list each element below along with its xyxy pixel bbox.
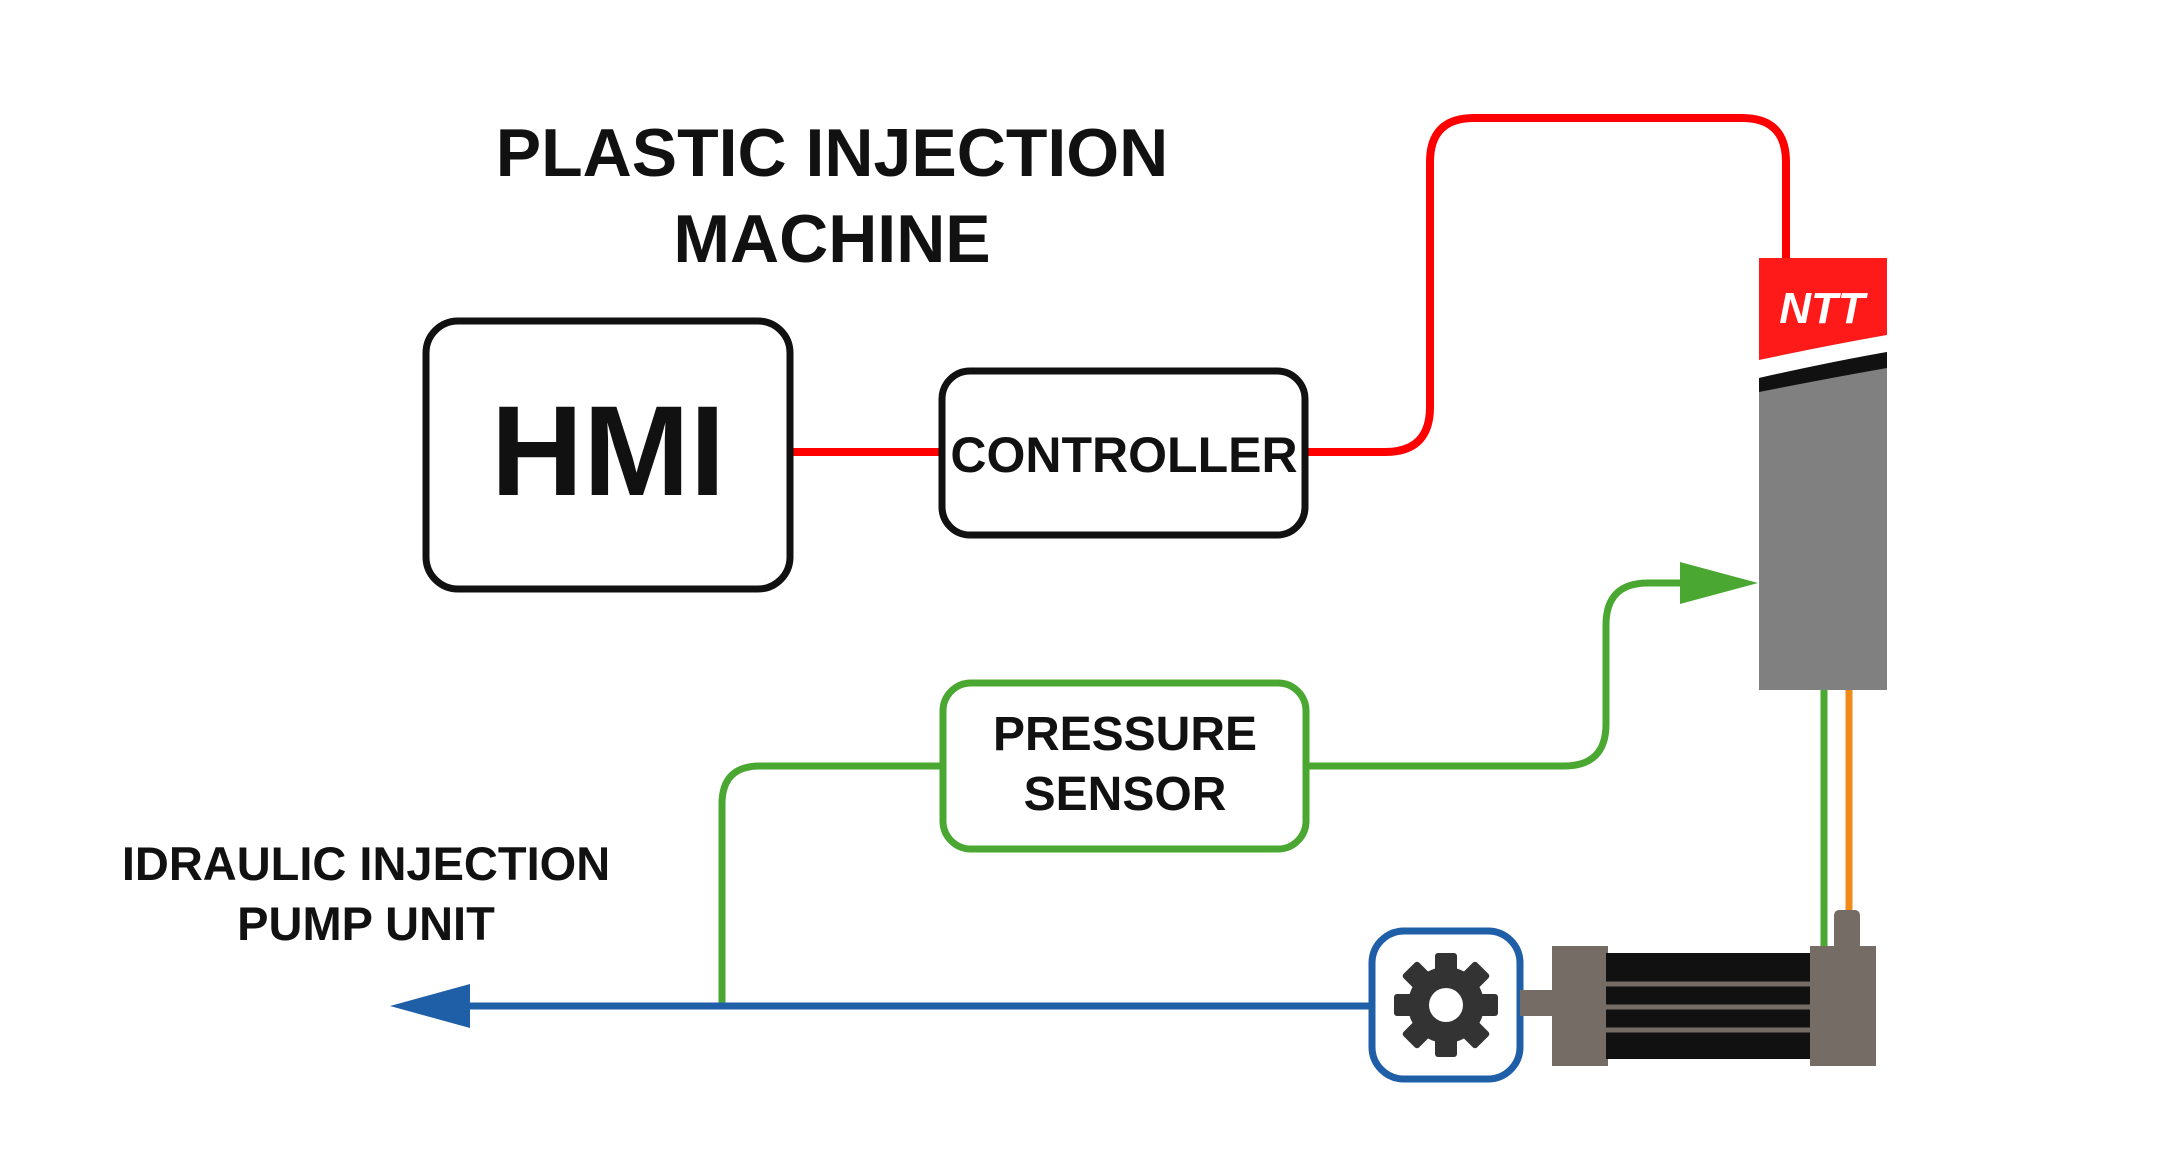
sensor-drive-link (1305, 579, 1690, 770)
drive-logo: NTT (1779, 284, 1868, 333)
drive-logo-stripe (1759, 335, 1887, 378)
sensor-hydraulic-tap (718, 762, 943, 1003)
servo-drive: NTT (1759, 258, 1887, 690)
hmi-label: HMI (491, 380, 726, 523)
controller-block: CONTROLLER (938, 367, 1309, 539)
arrow-right-icon (1680, 562, 1758, 604)
drive-black-band (1759, 352, 1887, 392)
hmi-block: HMI (422, 317, 794, 593)
hydraulic-pump-icon (1520, 910, 1876, 1066)
pump-unit-label-line-1: IDRAULIC INJECTION (122, 837, 610, 890)
diagram-title-line-2: MACHINE (673, 201, 990, 277)
pressure-sensor-label-line-2: SENSOR (1024, 768, 1227, 821)
controller-drive-link (1305, 114, 1790, 456)
pump-unit-label-line-2: PUMP UNIT (237, 897, 495, 950)
diagram-title-line-1: PLASTIC INJECTION (496, 115, 1169, 191)
pressure-sensor-block: PRESSURE SENSOR (939, 679, 1310, 853)
motor-block (1368, 927, 1524, 1083)
gear-icon (1394, 953, 1498, 1057)
controller-label: CONTROLLER (950, 427, 1297, 483)
drive-logo-panel (1759, 258, 1887, 360)
arrow-left-icon (390, 984, 470, 1028)
pressure-sensor-label-line-1: PRESSURE (993, 708, 1257, 761)
